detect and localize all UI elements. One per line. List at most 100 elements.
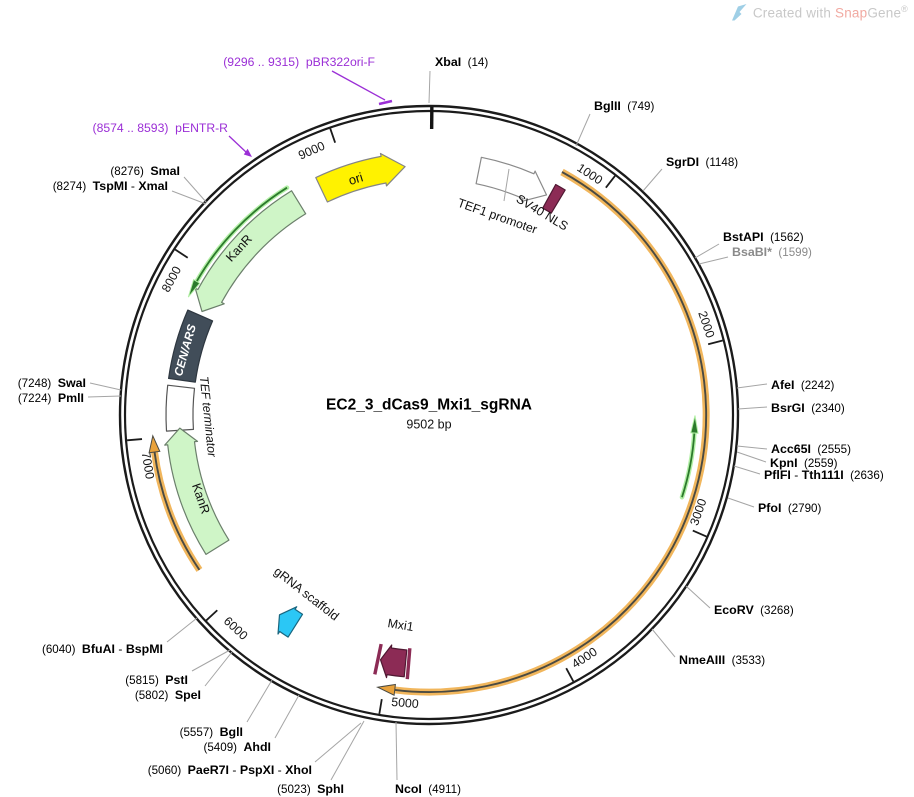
tick-label-2000: 2000 (695, 309, 717, 340)
feature-label-tef-terminator[interactable]: TEF terminator (197, 376, 219, 459)
feature-leader-tef1-promoter (503, 168, 510, 202)
site-pmli[interactable]: (7224) PmlI (18, 391, 122, 405)
site-label-xbai[interactable]: XbaI (14) (435, 55, 488, 69)
feature-shape-tef-terminator[interactable] (165, 384, 196, 432)
site-label-tspmi-xmai[interactable]: (8274) TspMI - XmaI (53, 179, 168, 193)
tick-8000 (174, 248, 189, 259)
reverse-orf-right[interactable] (679, 415, 699, 500)
site-label-psti[interactable]: (5815) PstI (125, 673, 188, 687)
site-label-paer7i-pspxi-xhoi[interactable]: (5060) PaeR7I - PspXI - XhoI (148, 763, 312, 777)
primer-leader-pBR322ori-F (331, 70, 386, 101)
watermark-created-with: Created with (752, 5, 832, 21)
orf-arc-kanr-orf[interactable] (148, 434, 203, 572)
primer-pbr322ori-f[interactable]: (9296 .. 9315) pBR322ori-F (223, 55, 393, 106)
kanr-orf-overlay[interactable] (187, 185, 290, 298)
site-nmeaiii[interactable]: NmeAIII (3533) (651, 628, 765, 667)
site-label-bgli[interactable]: (5557) BglI (180, 725, 243, 739)
site-label-bfuai-bspmi[interactable]: (6040) BfuAI - BspMI (42, 642, 163, 656)
site-psti[interactable]: (5815) PstI (125, 649, 231, 687)
feature-label-mxi1[interactable]: Mxi1 (387, 616, 415, 634)
feature-shape-ori[interactable] (315, 152, 406, 203)
site-label-sgrdi[interactable]: SgrDI (1148) (666, 155, 738, 169)
site-pflfi-tth111i[interactable]: PflFI - Tth111I (2636) (733, 465, 884, 482)
site-ecorv[interactable]: EcoRV (3268) (685, 585, 794, 617)
feature-shape-grna-scaffold[interactable] (277, 606, 304, 638)
site-label-bsrgi[interactable]: BsrGI (2340) (771, 401, 845, 415)
site-label-bstapi[interactable]: BstAPI (1562) (723, 230, 804, 244)
watermark-brand-gene: Gene (867, 5, 902, 21)
feature-shape-sv40-nls[interactable] (542, 183, 566, 214)
site-label-afei[interactable]: AfeI (2242) (771, 378, 835, 392)
primer-label-pBR322ori-F[interactable]: (9296 .. 9315) pBR322ori-F (223, 55, 375, 69)
feature-label-ori[interactable]: ori (347, 169, 365, 188)
site-bstapi[interactable]: BstAPI (1562) (694, 230, 804, 259)
feature-ori[interactable]: ori (315, 152, 406, 203)
orf-arrowhead-kanr-orf (148, 434, 161, 454)
site-leader-bglii (575, 113, 591, 147)
site-leader-paer7i-pspxi-xhoi (314, 722, 362, 763)
snapgene-logo-icon (731, 4, 747, 21)
orf-arc-cas9-orf[interactable] (375, 168, 710, 696)
site-bgli[interactable]: (5557) BglI (180, 679, 273, 739)
feature-mxi1[interactable]: Mxi1 (373, 616, 415, 680)
site-label-smai[interactable]: (8276) SmaI (110, 164, 180, 178)
site-sphi[interactable]: (5023) SphI (277, 720, 365, 796)
site-label-bglii[interactable]: BglII (749) (594, 99, 655, 113)
site-smai[interactable]: (8276) SmaI (110, 164, 208, 204)
site-leader-ecorv (685, 585, 711, 609)
site-label-nmeaiii[interactable]: NmeAIII (3533) (679, 653, 765, 667)
feature-grna-scaffold[interactable]: gRNA scaffold (271, 564, 342, 638)
site-label-pfoi[interactable]: PfoI (2790) (758, 501, 822, 515)
site-afei[interactable]: AfeI (2242) (736, 378, 835, 392)
site-label-ecorv[interactable]: EcoRV (3268) (714, 603, 794, 617)
site-ahdi[interactable]: (5409) AhdI (204, 694, 300, 754)
feature-shape-mxi1[interactable] (379, 644, 408, 679)
site-leader-swai (89, 382, 122, 391)
site-leader-tspmi-xmai (171, 190, 207, 205)
site-label-acc65i[interactable]: Acc65I (2555) (771, 442, 851, 456)
site-leader-ahdi (274, 694, 300, 739)
reverse-orf-right-arrowhead (690, 415, 699, 434)
site-label-bsabi[interactable]: BsaBI* (1599) (732, 245, 812, 259)
site-label-ahdi[interactable]: (5409) AhdI (204, 740, 272, 754)
tick-1000 (605, 175, 616, 189)
site-bsrgi[interactable]: BsrGI (2340) (737, 401, 845, 415)
site-bglii[interactable]: BglII (749) (575, 99, 655, 147)
watermark-brand-snap: Snap (834, 5, 868, 21)
site-acc65i[interactable]: Acc65I (2555) (736, 442, 851, 456)
feature-shape-kanr-lower[interactable] (164, 427, 230, 555)
site-sgrdi[interactable]: SgrDI (1148) (642, 155, 738, 192)
site-bfuai-bspmi[interactable]: (6040) BfuAI - BspMI (42, 617, 198, 656)
site-label-sphi[interactable]: (5023) SphI (277, 782, 344, 796)
tick-label-9000: 9000 (296, 139, 327, 163)
site-bsabi[interactable]: BsaBI* (1599) (698, 245, 812, 265)
site-label-spei[interactable]: (5802) SpeI (135, 688, 201, 702)
site-kpni[interactable]: KpnI (2559) (736, 451, 838, 470)
site-spei[interactable]: (5802) SpeI (135, 651, 233, 702)
site-tspmi-xmai[interactable]: (8274) TspMI - XmaI (53, 179, 207, 205)
feature-shape-tef1-promoter[interactable] (475, 156, 548, 202)
site-label-swai[interactable]: (7248) SwaI (18, 376, 86, 390)
feature-shape-kanr-upper[interactable] (194, 190, 307, 313)
site-label-ncoi[interactable]: NcoI (4911) (395, 782, 461, 796)
site-ncoi[interactable]: NcoI (4911) (395, 721, 461, 796)
primer-pentr-r[interactable]: (8574 .. 8593) pENTR-R (93, 121, 252, 157)
site-label-kpni[interactable]: KpnI (2559) (770, 456, 838, 470)
backbone-outer-circle (118, 104, 740, 726)
feature-kanr-upper[interactable]: KanR (194, 190, 307, 313)
site-leader-afei (736, 383, 768, 389)
feature-shape-cen-ars[interactable] (168, 309, 214, 383)
site-swai[interactable]: (7248) SwaI (18, 376, 122, 391)
site-paer7i-pspxi-xhoi[interactable]: (5060) PaeR7I - PspXI - XhoI (148, 722, 362, 777)
site-leader-nmeaiii (651, 628, 676, 658)
primer-label-pENTR-R[interactable]: (8574 .. 8593) pENTR-R (93, 121, 229, 135)
feature-kanr-lower[interactable]: KanR (164, 427, 230, 555)
feature-tef1-promoter[interactable]: TEF1 promoter (456, 156, 548, 237)
feature-cen-ars[interactable]: CEN/ARS (168, 309, 214, 383)
site-xbai[interactable]: XbaI (14) (428, 55, 488, 104)
site-pfoi[interactable]: PfoI (2790) (727, 497, 822, 515)
site-label-pflfi-tth111i[interactable]: PflFI - Tth111I (2636) (764, 468, 884, 482)
orf-centerline-cas9-orf (393, 171, 708, 693)
site-label-pmli[interactable]: (7224) PmlI (18, 391, 84, 405)
backbone-inner-circle (123, 109, 735, 721)
